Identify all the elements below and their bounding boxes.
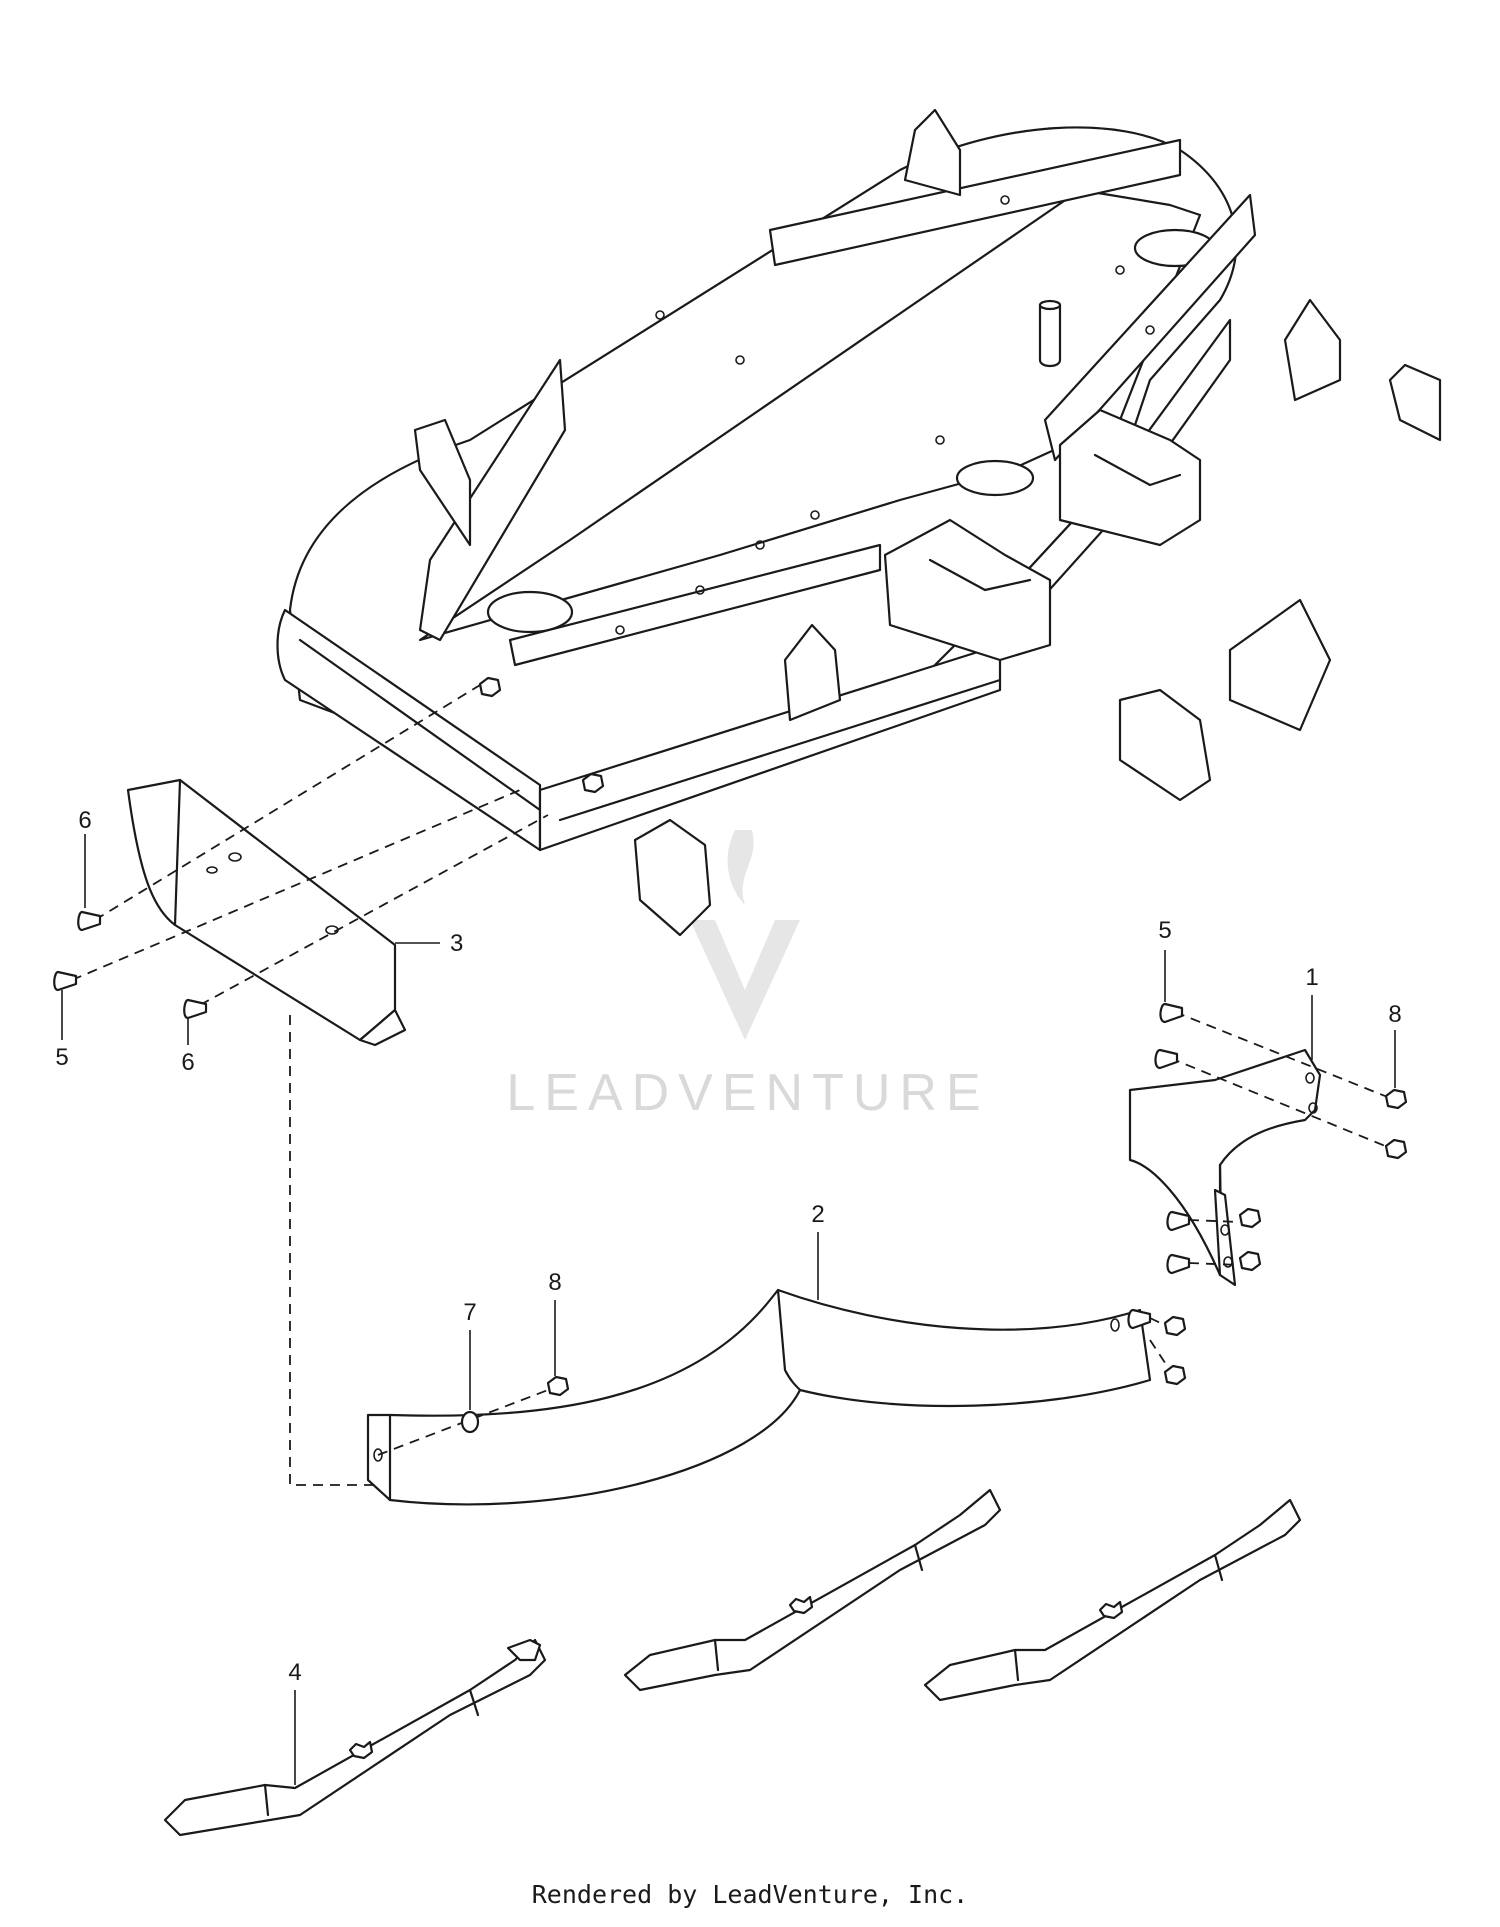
part-1-chute-baffle	[1128, 1048, 1322, 1287]
part-5-bolt-right	[1159, 1002, 1184, 1024]
left-bolts	[53, 681, 549, 1486]
part-4-blade-left	[163, 1638, 547, 1837]
deck-hex-nut	[478, 676, 605, 794]
part-2-curved-baffle	[366, 1288, 1152, 1506]
part-5-bolt	[53, 970, 78, 992]
footer-credit: Rendered by LeadVenture, Inc.	[531, 1880, 969, 1909]
part-4-blade-middle	[623, 1488, 1002, 1692]
part-6-bolt-bottom	[183, 998, 208, 1020]
callouts: 6 5 6 3 5 1 8 2 8 7 4	[55, 807, 1402, 1785]
watermark-text: LEADVENTURE	[506, 1064, 989, 1122]
callout-5-left: 5	[55, 1044, 68, 1071]
part-8-nut-right	[1384, 1088, 1408, 1110]
callout-1: 1	[1305, 964, 1318, 991]
callout-8-left: 8	[548, 1269, 561, 1296]
part-3-baffle	[126, 778, 407, 1047]
callout-6-top: 6	[78, 807, 91, 834]
callout-5-right: 5	[1158, 917, 1171, 944]
right-bolts	[1154, 1002, 1408, 1275]
mower-deck	[276, 108, 1442, 937]
callout-3: 3	[450, 930, 463, 957]
baffle-2-hardware	[377, 1308, 1187, 1456]
part-4-blade-right	[923, 1498, 1302, 1702]
part-8-nut-left	[546, 1375, 570, 1397]
callout-4: 4	[288, 1659, 301, 1686]
part-6-bolt-top	[77, 910, 102, 932]
callout-8-right: 8	[1388, 1001, 1401, 1028]
callout-7: 7	[463, 1299, 476, 1326]
callout-6-bottom: 6	[181, 1049, 194, 1076]
part-7-washer	[460, 1410, 480, 1434]
callout-2: 2	[811, 1201, 824, 1228]
watermark: LEADVENTURE	[506, 830, 989, 1122]
